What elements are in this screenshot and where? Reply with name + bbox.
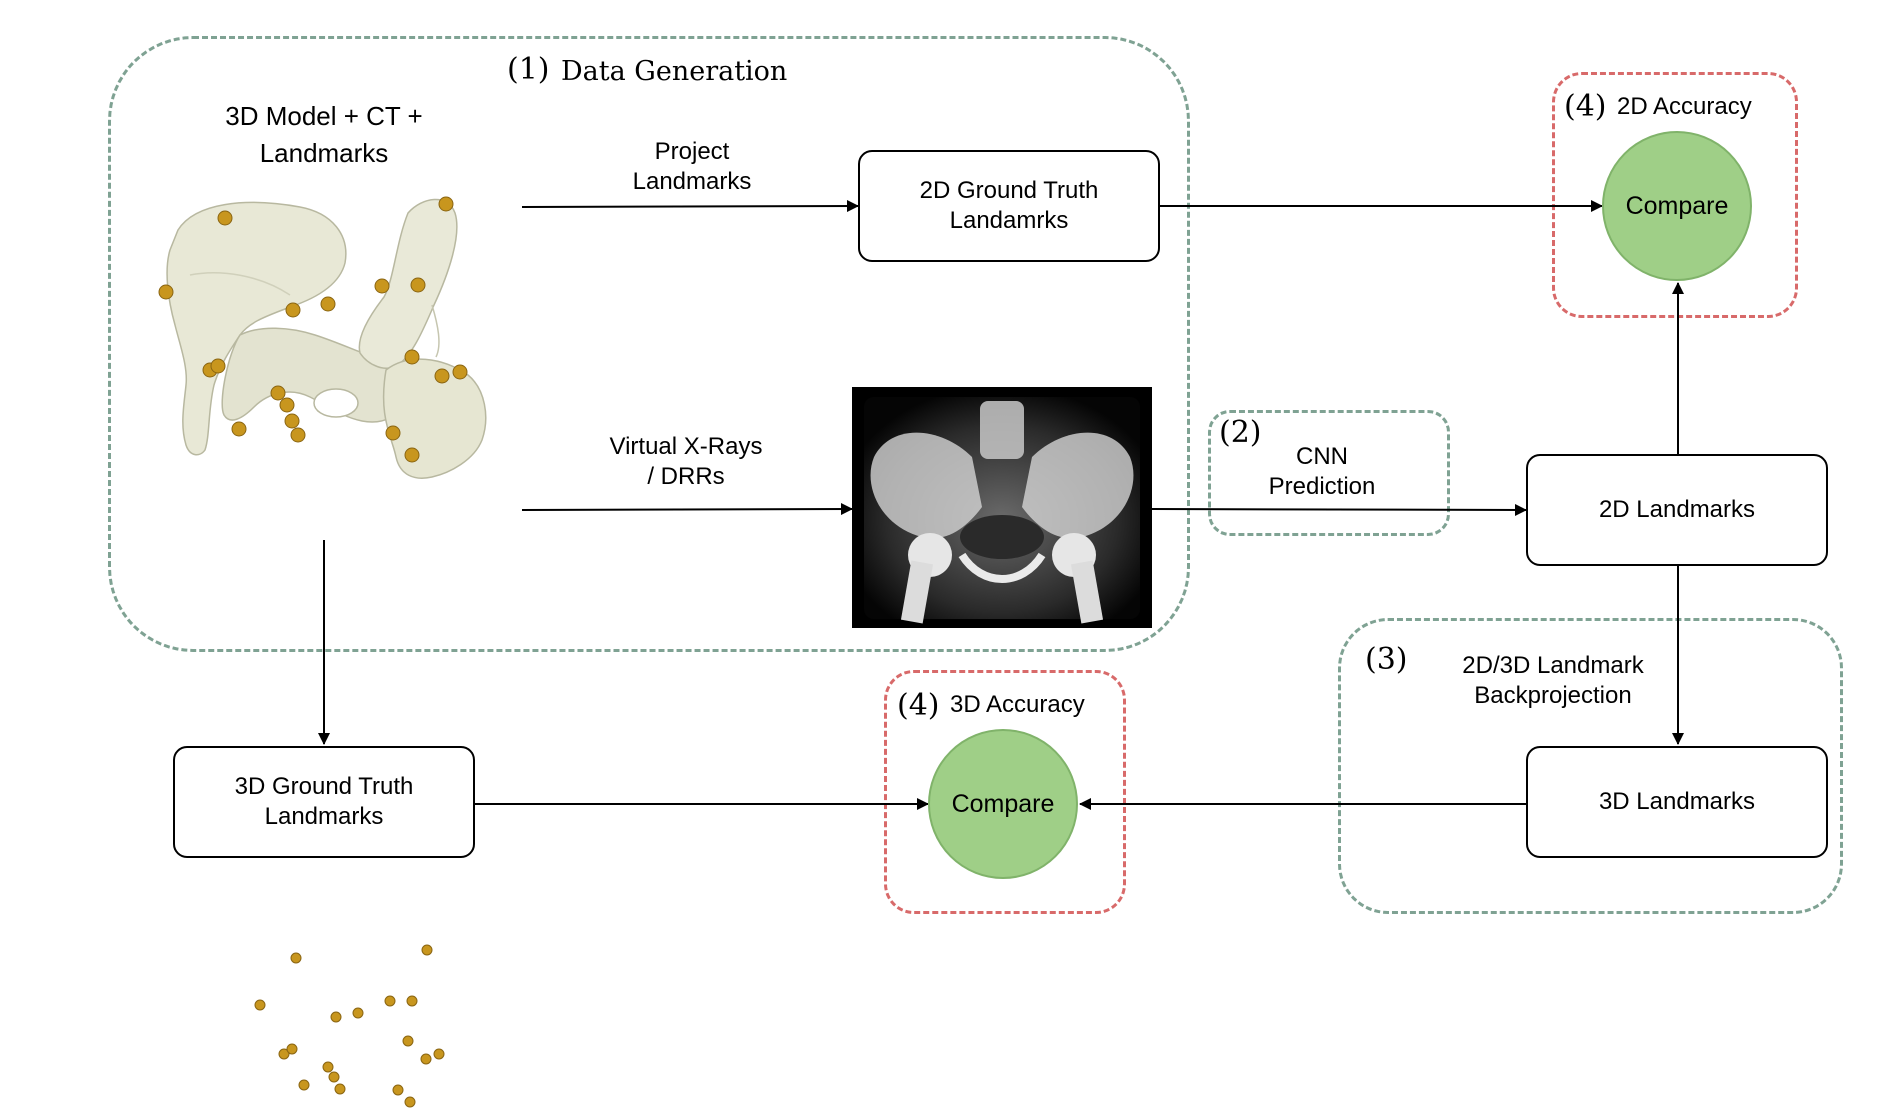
model-landmarks	[158, 196, 468, 463]
acc2d-title: 2D Accuracy	[1617, 93, 1752, 120]
acc3d-title: 3D Accuracy	[950, 691, 1085, 718]
model-label: 3D Model + CT + Landmarks	[225, 101, 423, 168]
edge-label-virtual-xrays: Virtual X-Rays / DRRs	[609, 433, 763, 490]
stage1-title: Data Generation	[561, 56, 788, 87]
stage3-number: (3)	[1365, 642, 1408, 677]
lm3d-box: 3D Landmarks	[1526, 746, 1828, 858]
accuracy-3d-group	[884, 670, 1126, 914]
stage2-number: (2)	[1219, 415, 1262, 450]
stage1-number: (1)	[507, 52, 550, 87]
cnn-prediction-group	[1208, 410, 1450, 536]
accuracy-2d-group	[1552, 72, 1798, 318]
compare-3d-node: Compare	[928, 729, 1078, 879]
landmark-point-cloud	[254, 944, 445, 1108]
arrow-drr-to-2d	[1151, 503, 1527, 516]
backprojection-group	[1338, 618, 1843, 914]
data-generation-group	[108, 36, 1190, 652]
arrow-model-to-drr	[521, 503, 853, 516]
compare-2d-node: Compare	[1602, 131, 1752, 281]
gt3d-landmarks-box: 3D Ground Truth Landmarks	[173, 746, 475, 858]
stage3-title: 2D/3D Landmark Backprojection	[1462, 652, 1644, 709]
gt2d-landmarks-box: 2D Ground Truth Landamrks	[858, 150, 1160, 262]
lm2d-box: 2D Landmarks	[1526, 454, 1828, 566]
stage2-title: CNN Prediction	[1268, 443, 1376, 500]
pelvis-3d-model-image	[166, 198, 487, 479]
acc2d-number: (4)	[1564, 89, 1607, 124]
drr-xray-image	[852, 387, 1152, 628]
edge-label-project-landmarks: Project Landmarks	[632, 138, 752, 195]
acc3d-number: (4)	[897, 688, 940, 723]
arrow-model-to-gt2d	[521, 200, 859, 213]
